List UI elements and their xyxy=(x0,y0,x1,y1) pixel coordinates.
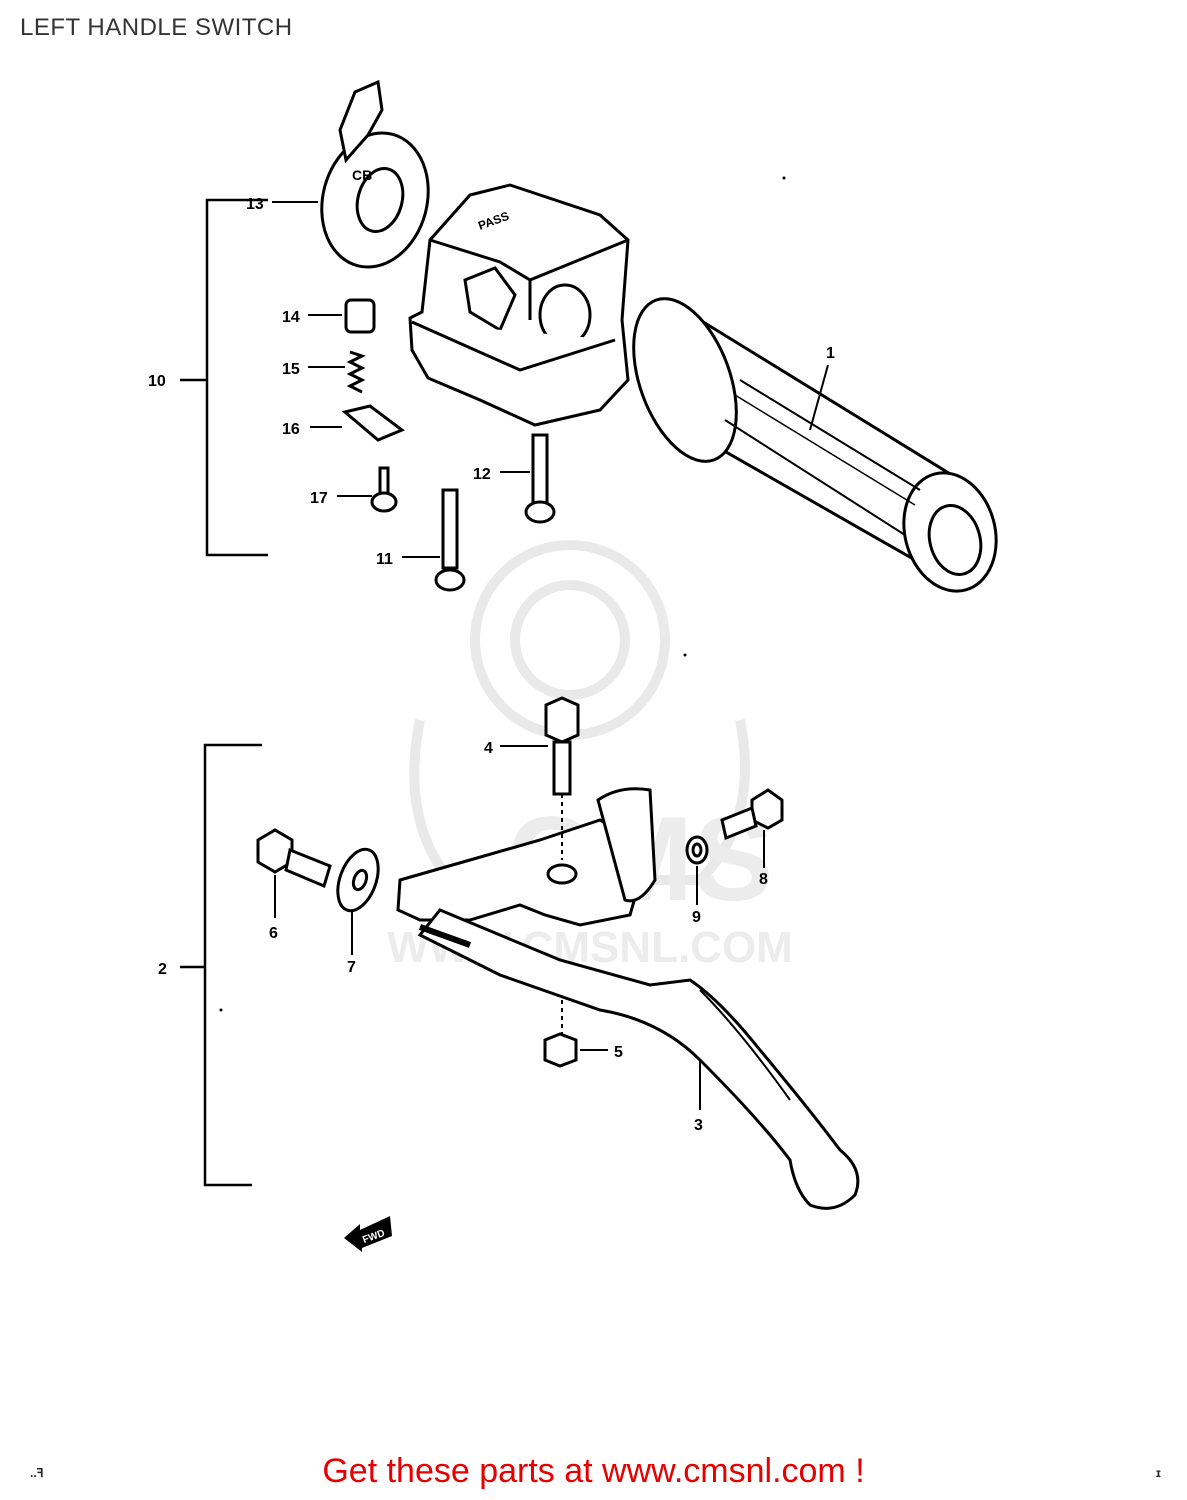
part-15-spring xyxy=(346,350,366,394)
part-8-bolt xyxy=(720,788,784,841)
callout-1: 1 xyxy=(826,345,835,362)
callout-17: 17 xyxy=(310,490,328,507)
part-3-lever-assembly xyxy=(396,787,860,1210)
part-9-washer xyxy=(685,835,709,865)
callout-11: 11 xyxy=(376,551,393,568)
callout-12: 12 xyxy=(473,466,491,483)
callout-9: 9 xyxy=(692,909,701,926)
callout-3: 3 xyxy=(694,1117,703,1134)
callout-8: 8 xyxy=(759,871,768,888)
svg-text:CB: CB xyxy=(352,167,372,183)
switch-housing: PASS xyxy=(408,183,630,427)
corner-mark-right: ɪ xyxy=(1156,1466,1161,1480)
bracket-assembly-2 xyxy=(180,743,262,1187)
callout-4: 4 xyxy=(484,740,493,757)
scan-specks xyxy=(219,176,786,1012)
leader-lines xyxy=(272,201,829,1110)
part-6-bolt xyxy=(256,828,332,889)
callout-15: 15 xyxy=(282,361,300,378)
forward-arrow-icon: FWD xyxy=(344,1216,392,1252)
callout-5: 5 xyxy=(614,1044,623,1061)
callout-16: 16 xyxy=(282,421,300,438)
part-14-cap xyxy=(344,298,376,334)
part-5-nut xyxy=(543,1032,578,1068)
part-12-screw xyxy=(524,433,556,524)
callout-6: 6 xyxy=(269,925,278,942)
footer-cta[interactable]: Get these parts at www.cmsnl.com ! xyxy=(322,1452,865,1490)
callout-13: 13 xyxy=(246,196,264,213)
callout-labels: 13 14 15 16 17 12 11 10 1 4 5 3 6 7 9 8 … xyxy=(148,196,835,1134)
page-title: LEFT HANDLE SWITCH xyxy=(20,14,293,41)
callout-10: 10 xyxy=(148,373,166,390)
part-16-plate xyxy=(341,404,405,442)
part-4-pivot-bolt xyxy=(544,696,580,796)
callout-14: 14 xyxy=(282,309,300,326)
part-11-screw xyxy=(434,488,466,592)
callout-7: 7 xyxy=(347,959,356,976)
bracket-assembly-10 xyxy=(180,198,268,557)
part-17-screw xyxy=(370,466,398,513)
part-1-handle-grip xyxy=(632,297,998,593)
part-7-washer xyxy=(336,847,380,913)
callout-2: 2 xyxy=(158,961,167,978)
part-13-switch-knob: CB xyxy=(320,79,430,269)
corner-mark-left: ..ꟻ xyxy=(30,1466,44,1480)
